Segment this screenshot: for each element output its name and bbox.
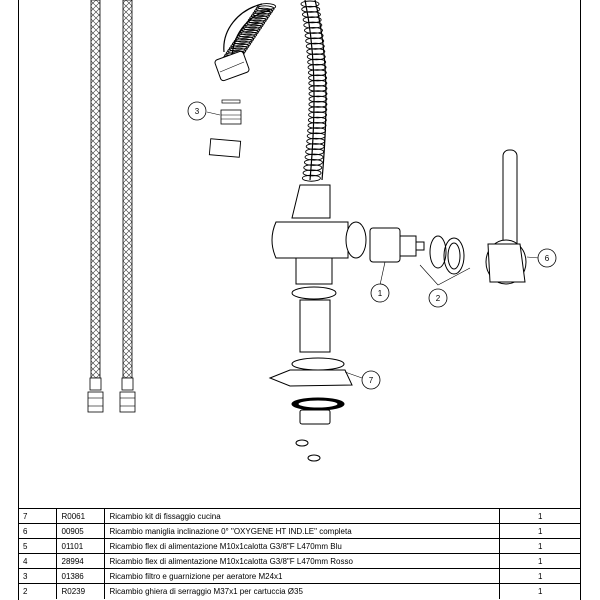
svg-text:1: 1 — [378, 289, 383, 298]
cartridge — [369, 227, 425, 263]
spring-coil-ring — [303, 21, 323, 29]
part-description: Ricambio maniglia inclinazione 0° "OXYGE… — [103, 523, 499, 539]
part-code: 28994 — [55, 553, 104, 569]
part-position: 5 — [18, 538, 56, 554]
part-description: Ricambio flex di alimentazione M10x1calo… — [103, 553, 499, 569]
spring-coil-ring — [308, 106, 328, 114]
svg-text:7: 7 — [369, 376, 374, 385]
leader-lines — [206, 111, 540, 379]
part-quantity: 1 — [498, 538, 581, 554]
spring-coil-ring — [304, 26, 323, 34]
part-description: Ricambio ghiera di serraggio M37x1 per c… — [103, 583, 499, 599]
part-code: R0239 — [55, 583, 104, 599]
part-description: Ricambio flex di alimentazione M10x1calo… — [103, 538, 499, 554]
part-code: 01386 — [55, 568, 104, 584]
mounting-kit — [268, 357, 353, 462]
callout-7: 7 — [361, 370, 381, 390]
callout-6: 6 — [537, 248, 557, 268]
spring-coil-ring — [308, 79, 328, 87]
svg-text:2: 2 — [436, 294, 441, 303]
handle-lever — [485, 149, 527, 285]
faucet-body — [271, 184, 367, 353]
spring-coil-ring — [308, 111, 328, 119]
svg-text:6: 6 — [545, 254, 550, 263]
spring-coil-ring — [306, 137, 326, 145]
part-position: 7 — [18, 508, 56, 524]
spring-coil-ring — [301, 11, 321, 19]
svg-text:3: 3 — [195, 107, 200, 116]
part-description: Ricambio filtro e guarnizione per aerato… — [103, 568, 499, 584]
callout-2: 2 — [428, 288, 448, 308]
spring-coil-ring — [302, 16, 322, 24]
part-position: 3 — [18, 568, 56, 584]
aerator-parts — [208, 99, 242, 158]
spring-coil-ring — [306, 48, 326, 55]
part-position: 6 — [18, 523, 56, 539]
spring-coil-ring — [304, 32, 324, 40]
drawing-frame — [18, 0, 581, 600]
spring-coil-ring — [305, 37, 325, 45]
part-position: 2 — [18, 583, 56, 599]
spring-coil-ring — [302, 169, 322, 177]
spring-coil-ring — [304, 153, 324, 161]
part-quantity: 1 — [498, 523, 581, 539]
flex-hose-right — [119, 0, 136, 413]
part-quantity: 1 — [498, 508, 581, 524]
spring-coil-ring — [301, 174, 321, 182]
spring-coil-ring — [306, 53, 326, 61]
spring-coil-ring — [307, 58, 327, 66]
part-position: 4 — [18, 553, 56, 569]
part-quantity: 1 — [498, 553, 581, 569]
part-quantity: 1 — [498, 568, 581, 584]
spring-coil-ring — [303, 164, 323, 172]
callout-3: 3 — [187, 101, 207, 121]
callout-1: 1 — [370, 283, 390, 303]
spring-coil-ring — [300, 0, 320, 8]
spring-coil-ring — [305, 148, 325, 156]
flex-hose-left — [87, 0, 104, 413]
spring-coil-ring — [307, 63, 327, 71]
spring-coil-ring — [307, 121, 327, 129]
exploded-diagram: 3 1 2 6 7 — [87, 0, 557, 462]
spring-coil-ring — [306, 132, 326, 140]
part-code: R0061 — [55, 508, 104, 524]
spring-coil-ring — [308, 100, 328, 108]
spring-coil-ring — [301, 5, 321, 13]
spring-coil-ring — [307, 69, 327, 77]
ring-nut — [429, 235, 465, 275]
spring-coil-ring — [308, 85, 328, 92]
spring-coil-ring — [257, 3, 277, 10]
spring-coil-ring — [305, 143, 325, 151]
part-code: 00905 — [55, 523, 104, 539]
spring-coil-ring — [308, 95, 328, 103]
spring-coil-ring — [303, 158, 323, 166]
spring-coil-ring — [305, 42, 325, 50]
part-quantity: 1 — [498, 583, 581, 599]
spring-coil-ring — [308, 74, 328, 82]
spring-coil-ring — [307, 116, 327, 124]
part-code: 01101 — [55, 538, 104, 554]
part-description: Ricambio kit di fissaggio cucina — [103, 508, 499, 524]
spring-coil-ring — [307, 127, 327, 135]
spray-head — [214, 50, 250, 82]
spring-coil-ring — [308, 90, 328, 98]
